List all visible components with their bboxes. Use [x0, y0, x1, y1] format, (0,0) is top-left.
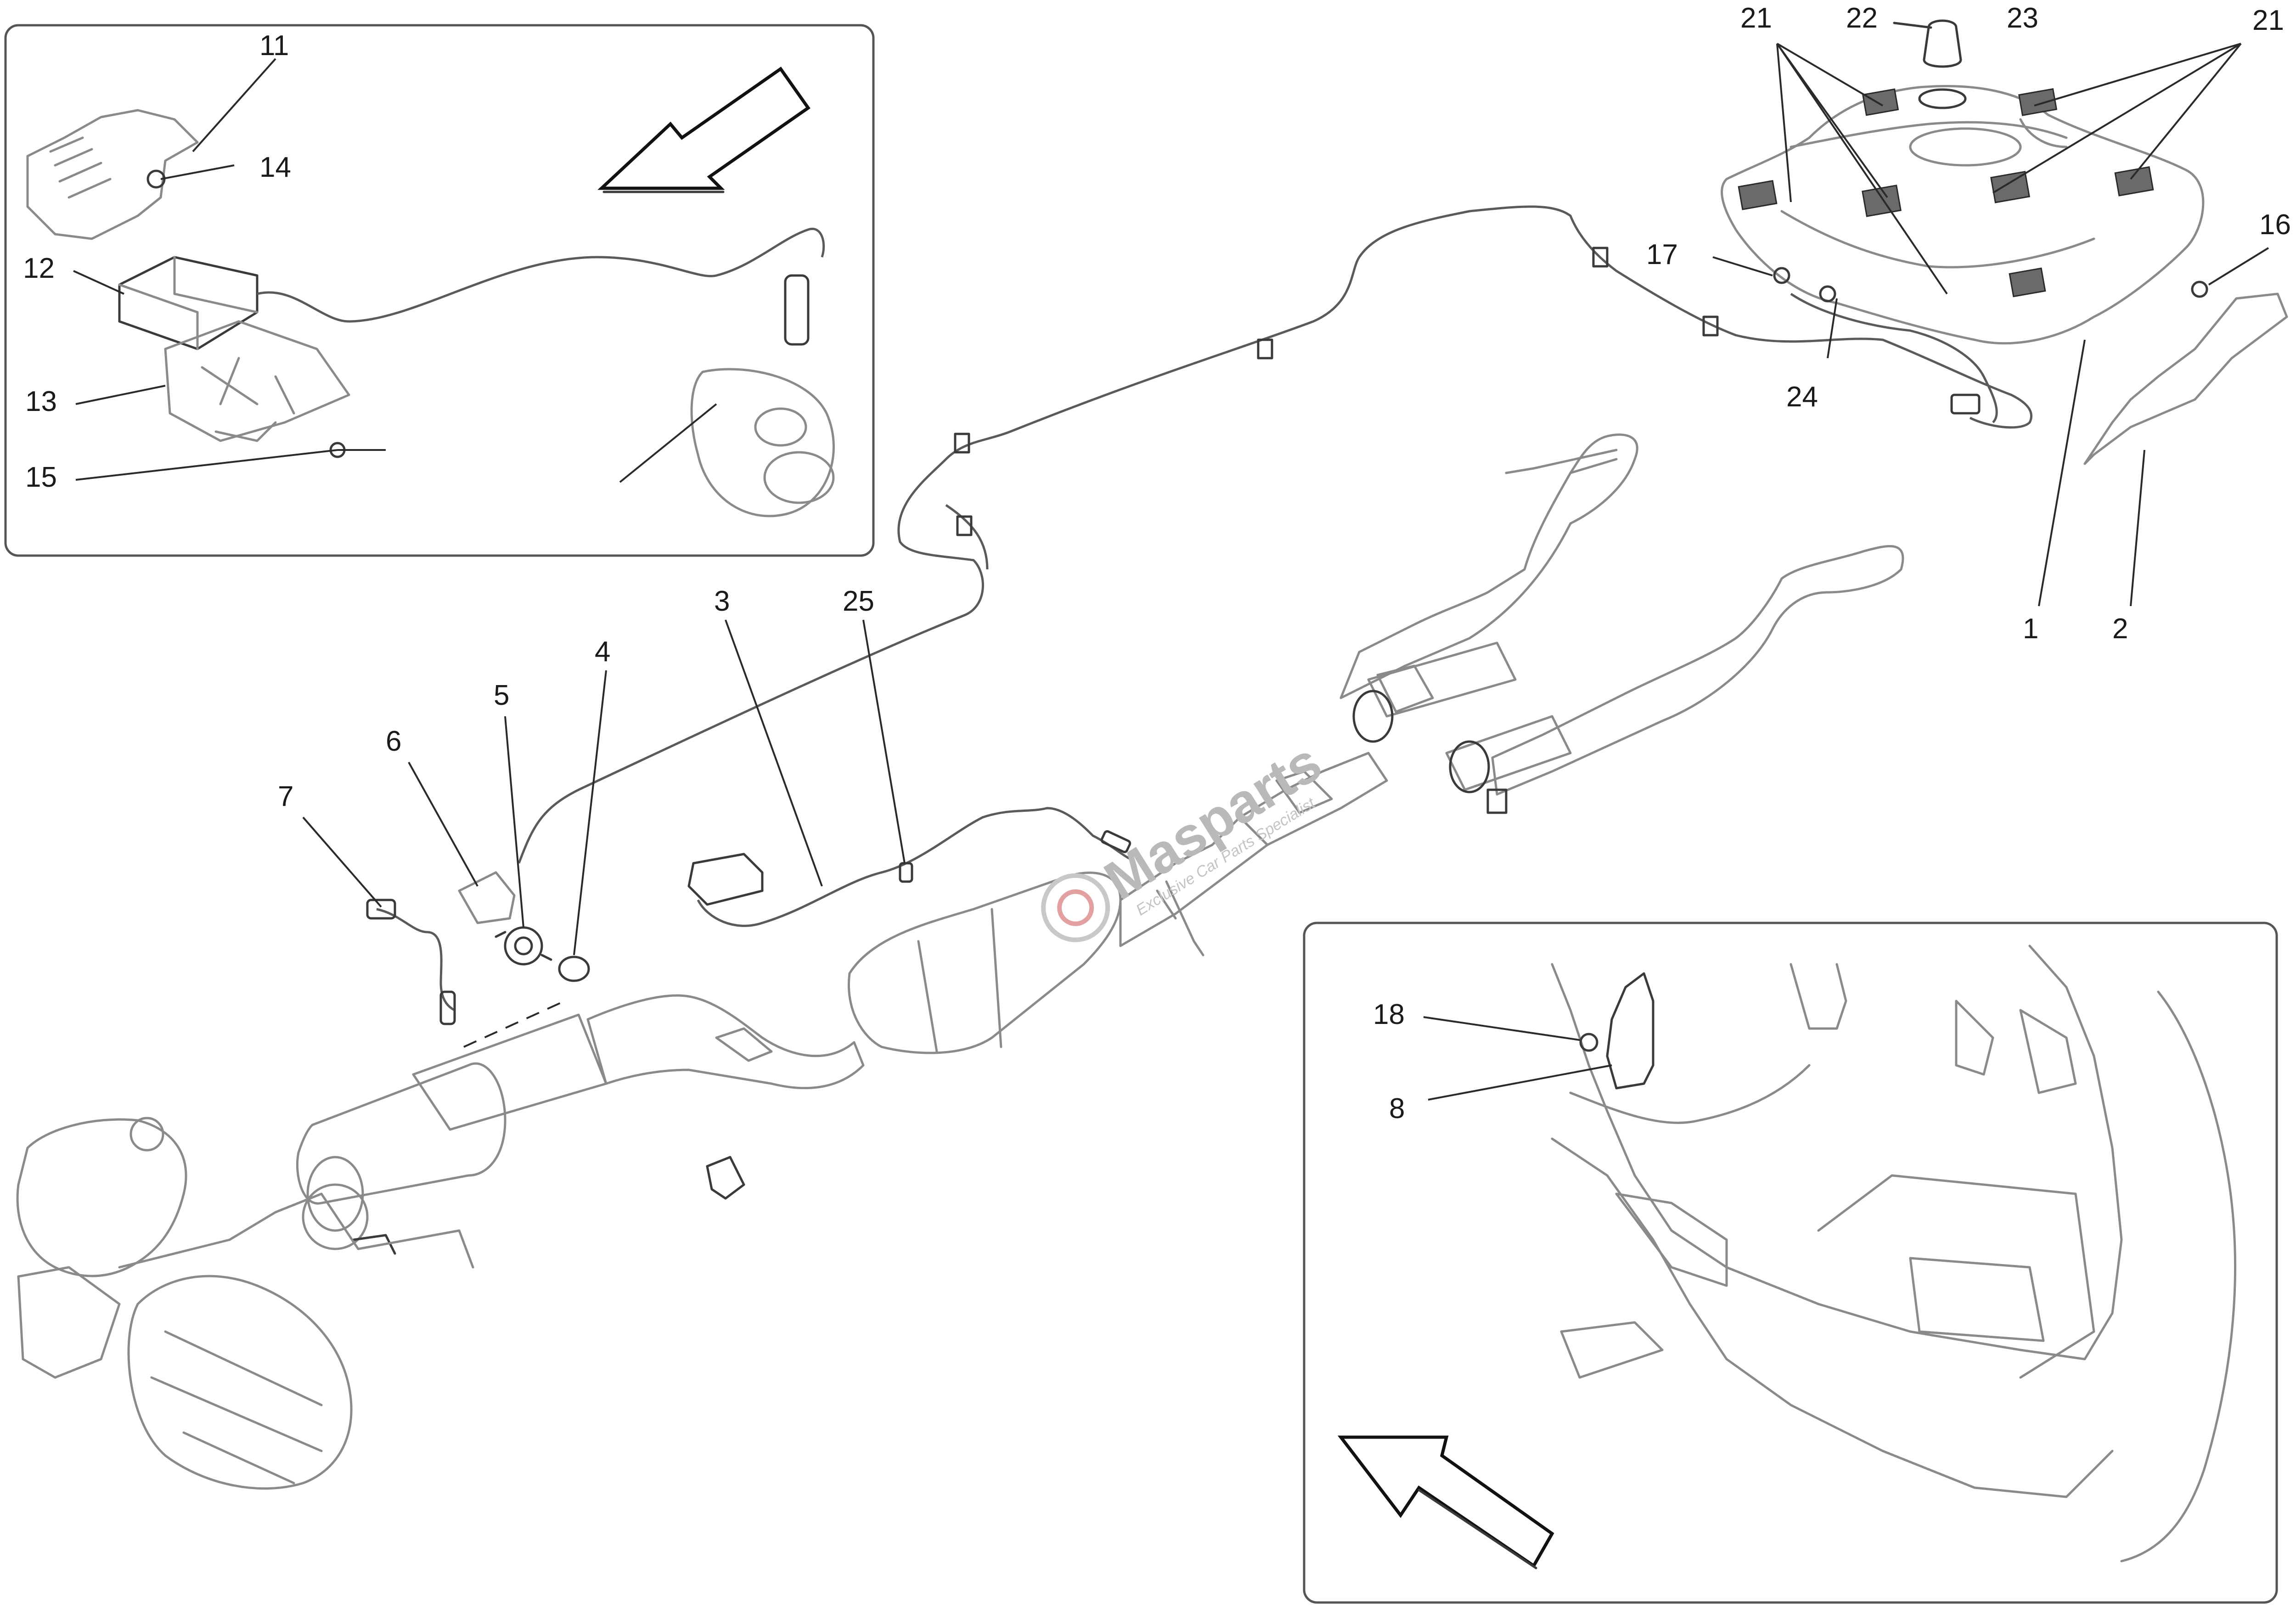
- callout-label: 5: [494, 680, 509, 711]
- oxygen-sensor-part: [784, 274, 810, 346]
- muffler-part: [1367, 641, 1517, 718]
- callout-label: 16: [2259, 209, 2291, 241]
- oxygen-sensor-part: [1100, 830, 1131, 853]
- pipe-clamp: [1449, 740, 1490, 793]
- tank-pad: [1862, 185, 1902, 217]
- callout-label: 14: [259, 152, 291, 183]
- callout-label: 13: [25, 386, 57, 417]
- sensor-wire: [257, 227, 825, 323]
- tank-assembly: [1712, 19, 2288, 607]
- bracket-part: [164, 320, 350, 442]
- callout-label: 4: [595, 636, 610, 668]
- callout-label: 21: [1740, 2, 1772, 34]
- harness-clip: [954, 433, 970, 454]
- sensor-group: [302, 619, 1131, 1048]
- main-harness-wire: [518, 205, 2033, 864]
- callout-label: 12: [23, 253, 55, 284]
- nox-sensor-part: [439, 990, 456, 1025]
- tailpipe-part: [1491, 545, 1904, 796]
- callout-label: 15: [25, 461, 57, 493]
- pin-part: [1893, 22, 1932, 29]
- screw-icon: [1773, 267, 1790, 284]
- callout-labels: 11 14 12 13 15 21 22 23 21 17 16 24 1 2 …: [23, 2, 2291, 1124]
- callout-label: 11: [259, 30, 289, 62]
- screw-icon: [2191, 281, 2208, 298]
- tank-pad: [2009, 267, 2046, 298]
- sensor-bracket-part: [458, 871, 516, 924]
- direction-arrow-icon: [1337, 1435, 1554, 1569]
- callout-label: 24: [1786, 381, 1818, 413]
- tank-cap-part: [1923, 19, 1962, 68]
- muffler-part: [1445, 715, 1572, 791]
- tank-pad: [1862, 88, 1899, 116]
- connector-icon: [366, 899, 396, 920]
- pressure-sensor-part: [504, 926, 543, 966]
- callout-label: 21: [2252, 5, 2284, 36]
- nut-icon: [1579, 1033, 1598, 1052]
- connector-icon: [1950, 394, 1981, 415]
- diesel-particulate-filter-part: [296, 1062, 506, 1205]
- tank-pad: [2018, 88, 2058, 116]
- catalyst-canister-part: [127, 1275, 353, 1490]
- turbo-assembly-part: [16, 1118, 187, 1277]
- harness-clip: [1592, 247, 1609, 268]
- tank-part: [1721, 85, 2205, 345]
- callout-label: 3: [714, 585, 730, 617]
- mounting-bracket-part: [1606, 972, 1654, 1090]
- harness-clip: [899, 862, 913, 883]
- tank-bracket-part: [2083, 292, 2288, 465]
- tank-pad: [1990, 171, 2031, 203]
- inset-bottom-right-frame: [1303, 922, 2278, 1604]
- harness-clip: [1702, 315, 1719, 337]
- sensor-housing-part: [690, 368, 835, 517]
- watermark: Masparts Exclusive Car Parts Specialist: [1041, 731, 1332, 942]
- harness-clip: [956, 515, 973, 536]
- tank-pad: [1738, 180, 1778, 210]
- callout-label: 25: [843, 585, 874, 617]
- catalytic-converter-part: [848, 871, 1122, 1054]
- callout-label: 8: [1389, 1093, 1405, 1124]
- pipe-clamp-tab: [1486, 788, 1508, 814]
- callout-label: 22: [1846, 2, 1878, 34]
- inset-top-left: [4, 24, 875, 557]
- callout-label: 23: [2007, 2, 2038, 34]
- heat-shield-part: [26, 109, 199, 240]
- harness-clip: [1257, 338, 1273, 360]
- small-clip-part: [706, 1156, 745, 1200]
- gasket-ring-part: [558, 956, 590, 982]
- inset-bottom-right: [1303, 922, 2278, 1604]
- exhaust-system: [16, 433, 1904, 1490]
- watermark-logo-icon: [1041, 873, 1110, 942]
- direction-arrow-icon: [597, 67, 810, 190]
- nox-control-module-part: [687, 853, 764, 906]
- callout-label: 18: [1373, 999, 1405, 1030]
- pipe-clamp: [1352, 690, 1394, 743]
- callout-label: 17: [1646, 239, 1678, 270]
- callout-label: 7: [278, 781, 293, 812]
- callout-label: 2: [2112, 613, 2128, 645]
- tank-pad: [2114, 166, 2154, 197]
- callout-label: 6: [386, 725, 401, 757]
- vehicle-floor-part: [1551, 945, 2123, 1361]
- callout-label: 1: [2023, 613, 2038, 645]
- screw-icon: [1819, 285, 1836, 303]
- front-pipe-part: [586, 994, 865, 1090]
- tailpipe-part: [1339, 433, 1638, 699]
